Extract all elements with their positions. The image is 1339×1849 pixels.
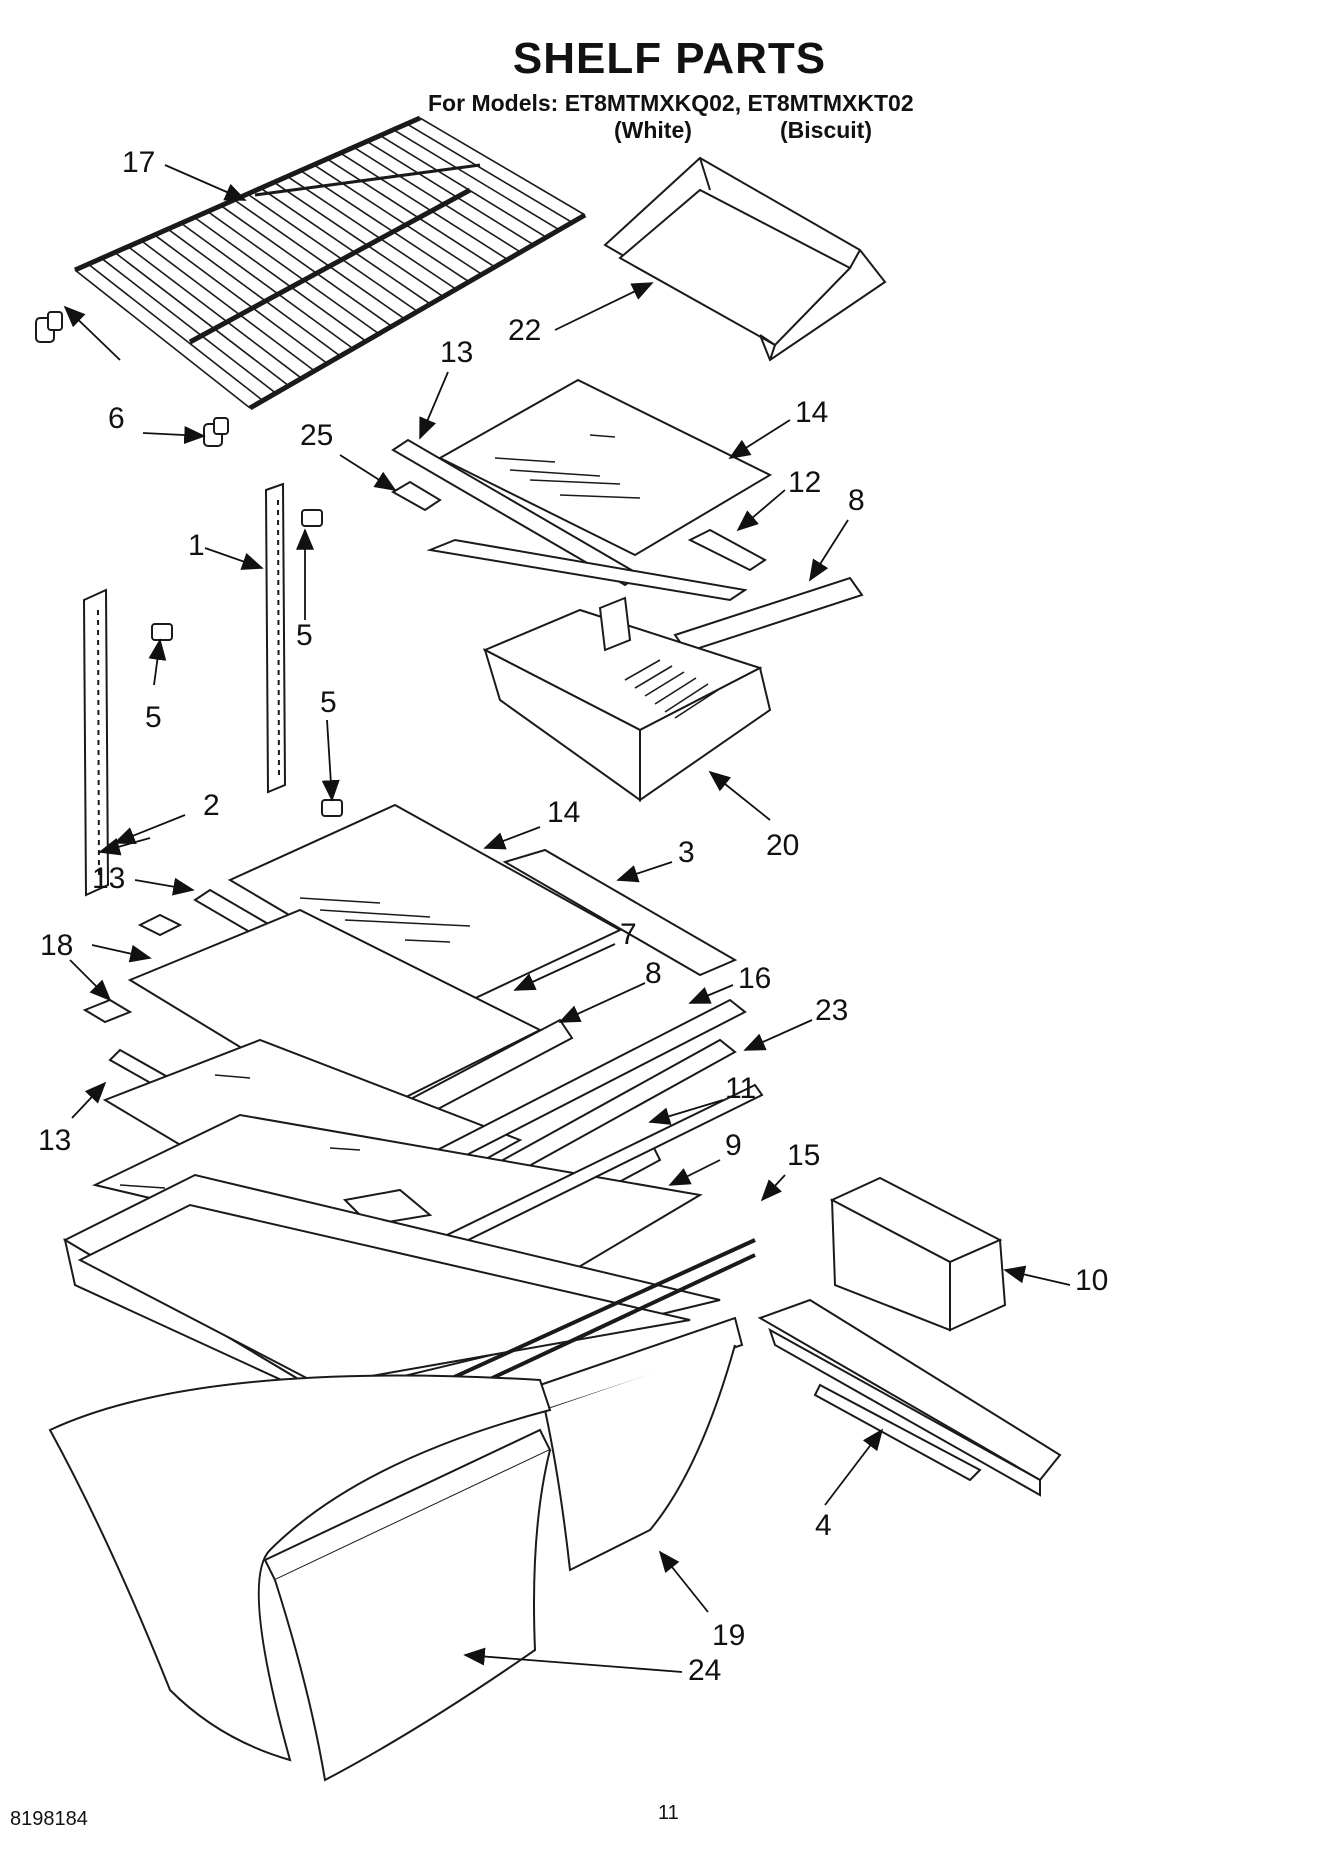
leader-lines — [63, 164, 1071, 1673]
callout-label-8: 8 — [645, 957, 662, 990]
callout-label-1: 1 — [188, 529, 205, 562]
leader-line-11 — [648, 1099, 724, 1125]
callout-label-4: 4 — [815, 1509, 832, 1542]
leader-line-15 — [760, 1174, 786, 1202]
leader-line-23 — [743, 1019, 813, 1051]
callout-label-5: 5 — [320, 686, 337, 719]
leader-line-7 — [513, 943, 616, 991]
leader-line-8 — [809, 519, 849, 582]
callout-label-3: 3 — [678, 836, 695, 869]
leader-line-6 — [142, 426, 206, 445]
leader-line-2 — [113, 814, 186, 845]
leader-line-1 — [204, 547, 264, 570]
leader-line-2 — [98, 837, 151, 856]
leader-line-14 — [728, 419, 791, 459]
document-number: 8198184 — [10, 1808, 88, 1830]
leader-line-13 — [134, 877, 195, 896]
leader-line-4 — [824, 1428, 884, 1506]
deli-bin-drawing — [603, 156, 887, 362]
callout-label-22: 22 — [508, 314, 541, 347]
callout-label-5: 5 — [145, 701, 162, 734]
callout-label-10: 10 — [1075, 1264, 1108, 1297]
callout-label-15: 15 — [787, 1139, 820, 1172]
page-title: SHELF PARTS — [512, 34, 827, 83]
leader-line-12 — [736, 489, 786, 532]
callout-label-16: 16 — [738, 962, 771, 995]
page-number: 11 — [658, 1802, 679, 1824]
leader-line-18 — [91, 944, 152, 963]
model-variant-white: (White) — [614, 117, 692, 143]
callout-label-20: 20 — [766, 829, 799, 862]
callout-label-18: 18 — [40, 929, 73, 962]
callout-label-13: 13 — [38, 1124, 71, 1157]
callout-label-8: 8 — [848, 484, 865, 517]
leader-line-17 — [164, 164, 247, 201]
leader-line-16 — [688, 984, 734, 1004]
leader-line-20 — [708, 770, 771, 821]
callout-label-19: 19 — [712, 1619, 745, 1652]
leader-line-9 — [668, 1159, 721, 1186]
leader-line-18 — [69, 959, 112, 1002]
leader-line-13 — [419, 371, 449, 440]
leader-line-5 — [148, 638, 167, 686]
callout-label-11: 11 — [725, 1072, 756, 1105]
callout-label-14: 14 — [547, 796, 580, 829]
screw-drawing — [151, 509, 343, 817]
wire-shelf-drawing — [73, 115, 587, 411]
leader-line-22 — [554, 282, 654, 331]
shelf-rails-drawing — [82, 482, 287, 897]
callout-label-13: 13 — [92, 862, 125, 895]
callout-label-12: 12 — [788, 466, 821, 499]
callout-label-25: 25 — [300, 419, 333, 452]
callout-label-7: 7 — [620, 918, 637, 951]
leader-line-14 — [483, 826, 541, 850]
callout-label-9: 9 — [725, 1129, 742, 1162]
leader-line-6 — [63, 305, 121, 361]
shelf-support-drawing — [35, 311, 229, 447]
leader-line-5 — [321, 719, 340, 802]
model-variant-biscuit: (Biscuit) — [780, 117, 872, 143]
callout-label-24: 24 — [688, 1654, 721, 1687]
model-list: For Models: ET8MTMXKQ02, ET8MTMXKT02 — [428, 90, 914, 116]
callout-label-17: 17 — [122, 146, 155, 179]
callout-label-14: 14 — [795, 396, 828, 429]
leader-line-3 — [616, 861, 673, 883]
middle-shelf-assembly-drawing — [82, 803, 764, 1302]
callout-label-6: 6 — [108, 402, 125, 435]
upper-crisper-cover-drawing — [390, 378, 864, 802]
callout-label-2: 2 — [203, 789, 220, 822]
door-bin-drawing — [829, 1176, 1007, 1332]
crisper-frame-and-drawers-drawing — [48, 1173, 756, 1782]
callout-label-23: 23 — [815, 994, 848, 1027]
callout-label-5: 5 — [296, 619, 313, 652]
crisper-rail-drawing — [757, 1298, 1062, 1497]
leader-line-13 — [71, 1081, 107, 1119]
leader-line-25 — [339, 454, 397, 491]
leader-line-24 — [463, 1647, 683, 1673]
leader-line-19 — [658, 1550, 709, 1613]
leader-line-8 — [558, 982, 646, 1023]
leader-line-10 — [1003, 1265, 1071, 1286]
callout-label-13: 13 — [440, 336, 473, 369]
